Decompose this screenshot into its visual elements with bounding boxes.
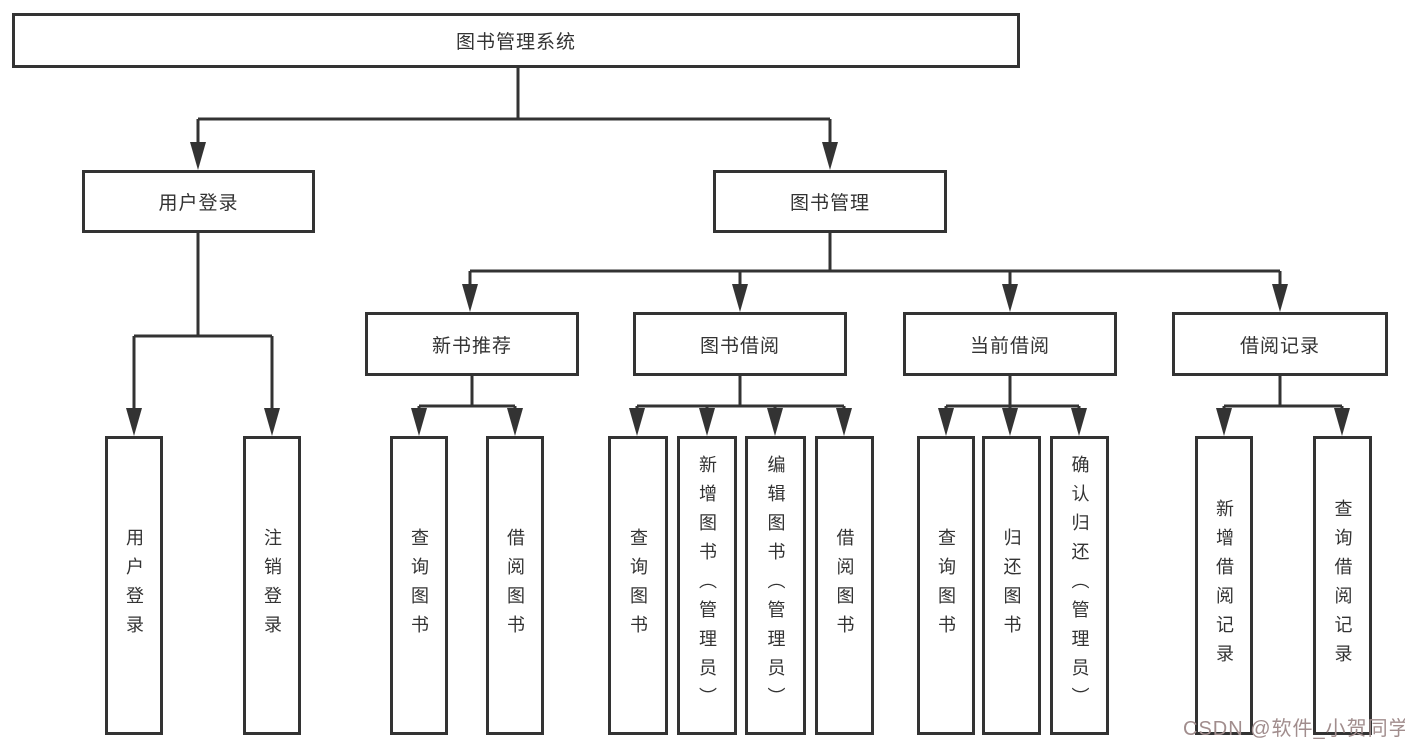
- arrowhead-icon: [629, 408, 645, 436]
- node-new-book-recommend: 新书推荐: [365, 312, 579, 376]
- node-add-borrow-record: 新增借阅记录: [1195, 436, 1253, 735]
- node-label: 查询图书: [628, 527, 648, 644]
- node-current-borrowing: 当前借阅: [903, 312, 1117, 376]
- node-query-books-borrowing: 查询图书: [608, 436, 668, 735]
- node-label: 图书管理系统: [455, 32, 576, 53]
- node-edit-books-admin: 编辑图书（管理员）: [745, 436, 806, 735]
- node-label: 用户登录: [124, 527, 144, 644]
- node-query-borrow-record: 查询借阅记录: [1313, 436, 1372, 735]
- arrowhead-icons: [126, 142, 1350, 436]
- node-user-login: 用户登录: [82, 170, 315, 233]
- arrowhead-icon: [836, 408, 852, 436]
- csdn-watermark: CSDN @软件_小贺同学: [1183, 718, 1405, 740]
- node-confirm-return-admin: 确认归还（管理员）: [1050, 436, 1109, 735]
- arrowhead-icon: [190, 142, 206, 170]
- node-book-borrowing: 图书借阅: [633, 312, 847, 376]
- arrowhead-icon: [1002, 284, 1018, 312]
- node-label: 查询图书: [936, 527, 956, 644]
- node-label: 确认归还（管理员）: [1069, 455, 1090, 716]
- node-label: 当前借阅: [969, 335, 1050, 357]
- node-logout-leaf: 注销登录: [243, 436, 301, 735]
- node-library-management-system: 图书管理系统: [12, 13, 1020, 68]
- node-label: 图书借阅: [699, 335, 780, 357]
- node-add-books-admin: 新增图书（管理员）: [677, 436, 737, 735]
- arrowhead-icon: [1272, 284, 1288, 312]
- node-borrow-books-borrowing: 借阅图书: [815, 436, 874, 735]
- arrowhead-icon: [126, 408, 142, 436]
- node-query-books-current: 查询图书: [917, 436, 975, 735]
- arrowhead-icon: [1002, 408, 1018, 436]
- connector-segments: [132, 68, 1344, 412]
- node-label: 查询借阅记录: [1332, 498, 1353, 673]
- node-label: 编辑图书（管理员）: [765, 455, 786, 716]
- node-label: 借阅图书: [505, 527, 525, 644]
- node-label: 新增借阅记录: [1214, 498, 1234, 673]
- node-label: 新增图书（管理员）: [697, 455, 717, 716]
- node-label: 注销登录: [262, 527, 282, 644]
- arrowhead-icon: [699, 408, 715, 436]
- node-label: 新书推荐: [431, 335, 512, 357]
- node-label: 借阅记录: [1239, 335, 1320, 357]
- arrowhead-icon: [938, 408, 954, 436]
- node-label: 借阅图书: [834, 527, 855, 644]
- arrowhead-icon: [1334, 408, 1350, 436]
- arrowhead-icon: [822, 142, 838, 170]
- node-label: 归还图书: [1001, 527, 1022, 644]
- node-label: 图书管理: [789, 193, 870, 214]
- arrowhead-icon: [732, 284, 748, 312]
- arrowhead-icon: [411, 408, 427, 436]
- arrowhead-icon: [1071, 408, 1087, 436]
- node-user-login-leaf: 用户登录: [105, 436, 163, 735]
- node-borrow-books-recommend: 借阅图书: [486, 436, 544, 735]
- node-query-books-recommend: 查询图书: [390, 436, 448, 735]
- arrowhead-icon: [507, 408, 523, 436]
- node-book-management: 图书管理: [713, 170, 947, 233]
- arrowhead-icon: [264, 408, 280, 436]
- arrowhead-icon: [1216, 408, 1232, 436]
- arrowhead-icon: [462, 284, 478, 312]
- arrowhead-icon: [767, 408, 783, 436]
- node-label: 查询图书: [409, 527, 429, 644]
- node-borrowing-records: 借阅记录: [1172, 312, 1388, 376]
- node-label: 用户登录: [158, 193, 239, 214]
- node-return-books: 归还图书: [982, 436, 1041, 735]
